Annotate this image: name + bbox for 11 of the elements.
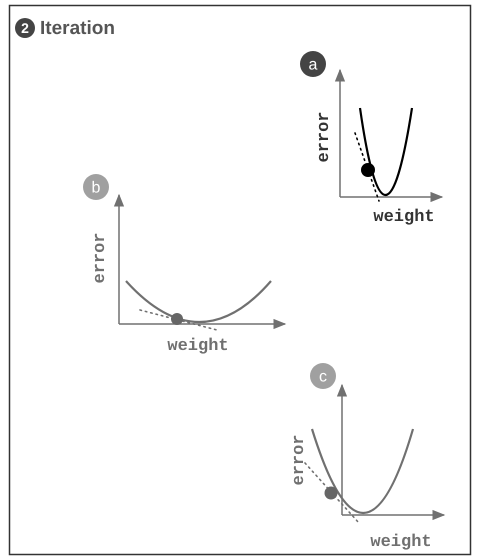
axis-label: weight (370, 533, 432, 552)
axis-label: error (290, 434, 309, 486)
letter-badge: c (310, 363, 336, 389)
axis-label: error (91, 232, 110, 284)
axis-label: weight (167, 337, 229, 356)
letter-badge: a (300, 51, 326, 77)
axis-label: error (315, 112, 334, 162)
letter-badge: b (83, 174, 109, 200)
axis-label: weight (373, 208, 435, 227)
title: Iteration (40, 18, 115, 39)
number-badge: 2 (15, 18, 35, 38)
